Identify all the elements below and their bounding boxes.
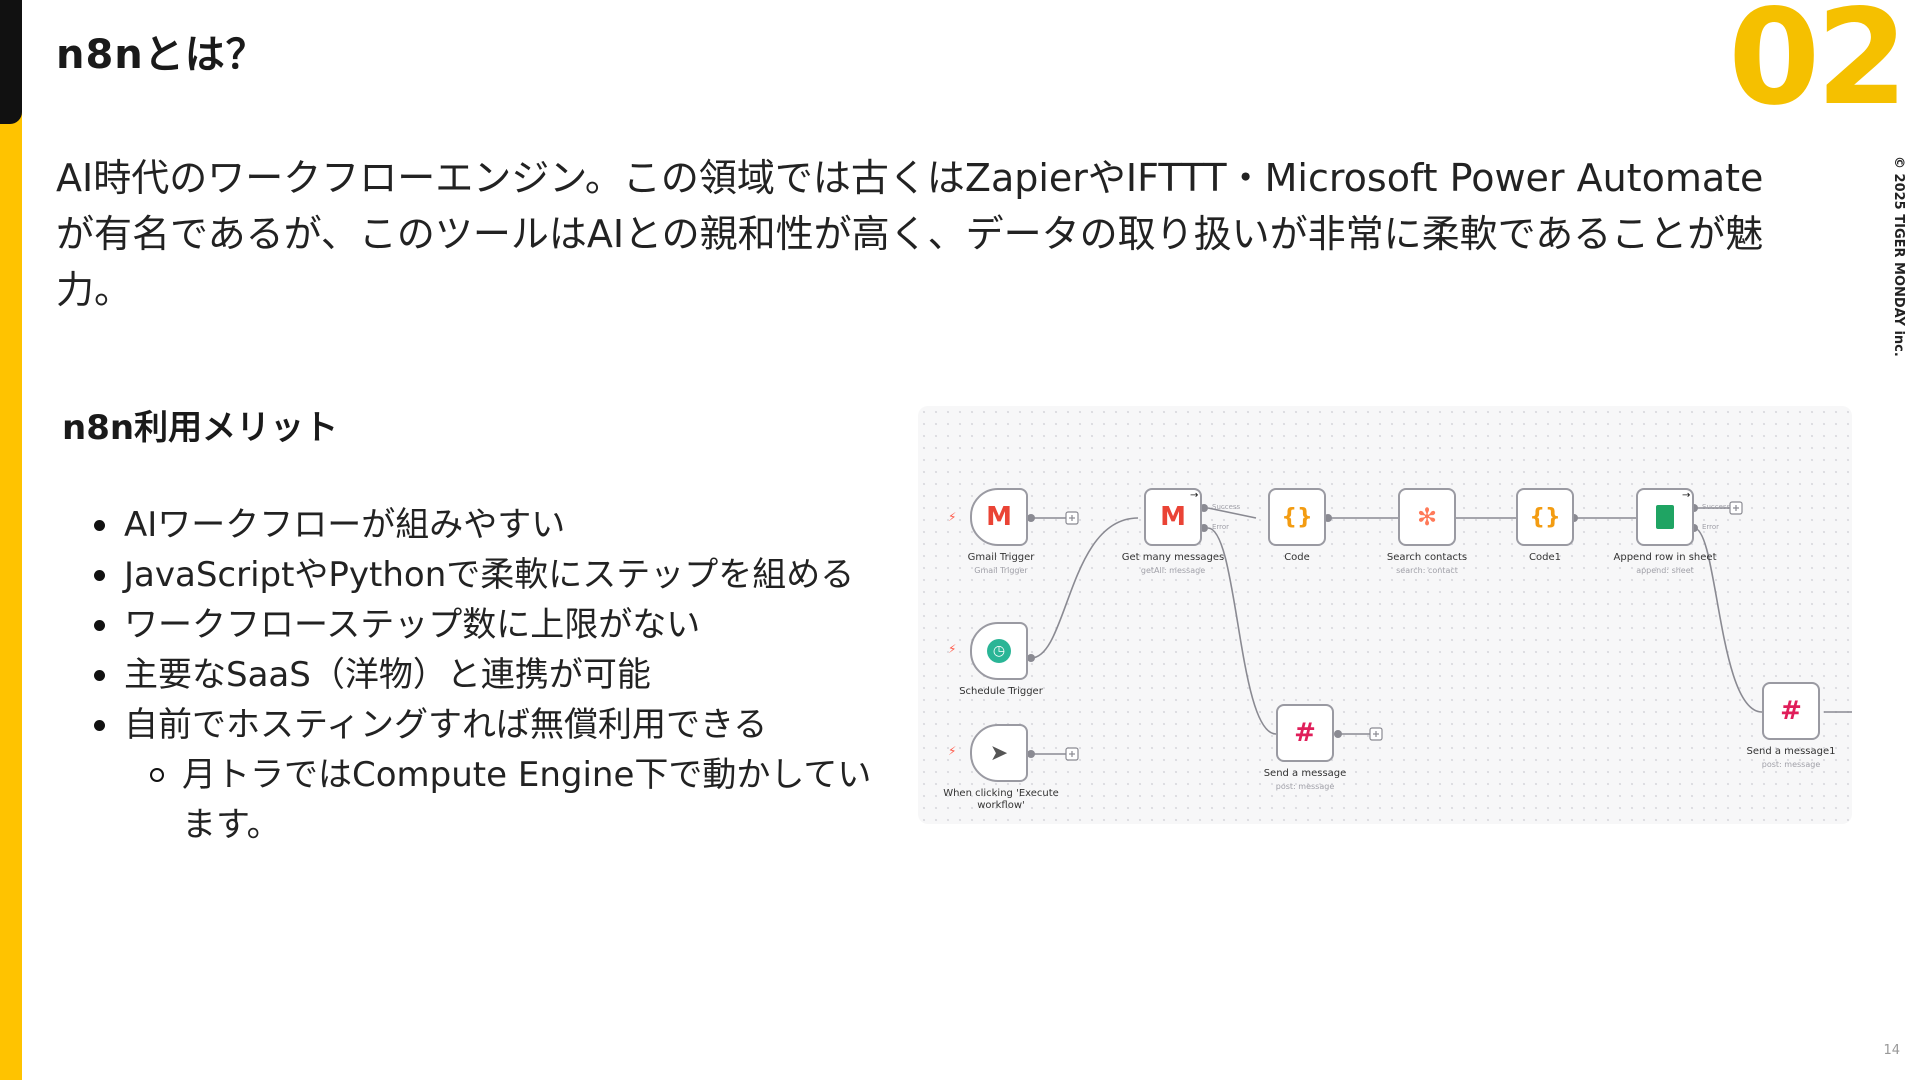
merits-list: AIワークフローが組みやすい JavaScriptやPythonで柔軟にステップ… — [90, 500, 890, 850]
list-item: AIワークフローが組みやすい — [90, 500, 890, 550]
hubspot-icon: ✻ — [1416, 503, 1438, 531]
gmail-icon: M — [1160, 502, 1186, 532]
node-label: Send a message — [1263, 768, 1347, 779]
port-label-error: Error — [1702, 523, 1720, 531]
node-sublabel: Gmail Trigger — [974, 566, 1028, 575]
node-label: workflow' — [977, 800, 1025, 811]
slide-title: n8nとは？ — [56, 32, 267, 78]
node-sublabel: post: message — [1275, 782, 1335, 791]
node-schedule-trigger[interactable]: ◷ — [970, 622, 1028, 680]
node-label: Get many messages — [1121, 552, 1225, 563]
port-label-error: Error — [1212, 523, 1230, 531]
port-label-success: Success — [1702, 503, 1731, 511]
node-label: Code — [1284, 552, 1310, 563]
sub-list-container: 月トラではCompute Engine下で動かしてい ます。 — [90, 750, 890, 850]
node-label: Send a message1 — [1746, 746, 1836, 757]
trigger-bolt-icon: ⚡ — [948, 510, 957, 524]
node-append-row[interactable] — [1636, 488, 1694, 546]
node-label: Code1 — [1529, 552, 1561, 563]
page-number: 14 — [1883, 1043, 1900, 1058]
copyright-text: © 2025 TIGER MONDAY inc. — [1891, 156, 1906, 357]
node-sublabel: append: sheet — [1636, 566, 1694, 575]
arrow-right-icon: → — [1190, 490, 1199, 501]
node-label: Search contacts — [1386, 552, 1468, 563]
intro-paragraph: AI時代のワークフローエンジン。この領域では古くはZapierやIFTTT・Mi… — [56, 150, 1836, 318]
node-send-message[interactable]: # — [1276, 704, 1334, 762]
intro-line: AI時代のワークフローエンジン。この領域では古くはZapierやIFTTT・Mi… — [56, 156, 1764, 200]
trigger-bolt-icon: ⚡ — [948, 642, 957, 656]
code-braces-icon: {} — [1281, 504, 1313, 530]
sub-list: 月トラではCompute Engine下で動かしてい ます。 — [124, 750, 890, 850]
clock-icon: ◷ — [987, 639, 1011, 663]
node-sublabel: post: message — [1761, 760, 1821, 769]
sub-list-item: 月トラではCompute Engine下で動かしてい ます。 — [124, 750, 890, 850]
node-send-message1[interactable]: # — [1762, 682, 1820, 740]
cursor-icon: ➤ — [989, 740, 1009, 766]
node-label: Schedule Trigger — [959, 686, 1043, 697]
node-label: When clicking 'Execute — [943, 788, 1059, 799]
list-item: JavaScriptやPythonで柔軟にステップを組める — [90, 550, 890, 600]
list-item: 主要なSaaS（洋物）と連携が可能 — [90, 650, 890, 700]
node-sublabel: search: contact — [1396, 566, 1458, 575]
node-code[interactable]: {} — [1268, 488, 1326, 546]
intro-line: 力。 — [56, 268, 133, 312]
node-search-contacts[interactable]: ✻ — [1398, 488, 1456, 546]
slide-number: 02 — [1728, 0, 1908, 135]
left-accent-bar — [0, 0, 22, 1080]
sub-item-line: ます。 — [182, 805, 281, 845]
workflow-canvas: ⚡ ⚡ ⚡ M Gmail Trigger Gmail Trigger M → … — [918, 406, 1852, 824]
gmail-icon: M — [986, 502, 1012, 532]
list-item: 自前でホスティングすれば無償利用できる — [90, 700, 890, 750]
node-sublabel: getAll: message — [1140, 566, 1206, 575]
sheets-icon — [1656, 505, 1674, 529]
list-item: ワークフローステップ数に上限がない — [90, 600, 890, 650]
trigger-bolt-icon: ⚡ — [948, 744, 957, 758]
node-get-many-messages[interactable]: M — [1144, 488, 1202, 546]
arrow-right-icon: → — [1682, 490, 1691, 501]
left-accent-bar-top — [0, 0, 22, 124]
slack-icon: # — [1780, 696, 1802, 726]
node-label: Gmail Trigger — [967, 552, 1035, 563]
node-manual-trigger[interactable]: ➤ — [970, 724, 1028, 782]
merits-heading: n8n利用メリット — [62, 408, 339, 448]
sub-item-line: 月トラではCompute Engine下で動かしてい — [182, 755, 872, 795]
slack-icon: # — [1294, 718, 1316, 748]
code-braces-icon: {} — [1529, 504, 1561, 530]
node-gmail-trigger[interactable]: M — [970, 488, 1028, 546]
node-code1[interactable]: {} — [1516, 488, 1574, 546]
node-label: Append row in sheet — [1613, 552, 1717, 563]
intro-line: が有名であるが、このツールはAIとの親和性が高く、データの取り扱いが非常に柔軟で… — [56, 212, 1764, 256]
port-label-success: Success — [1212, 503, 1241, 511]
